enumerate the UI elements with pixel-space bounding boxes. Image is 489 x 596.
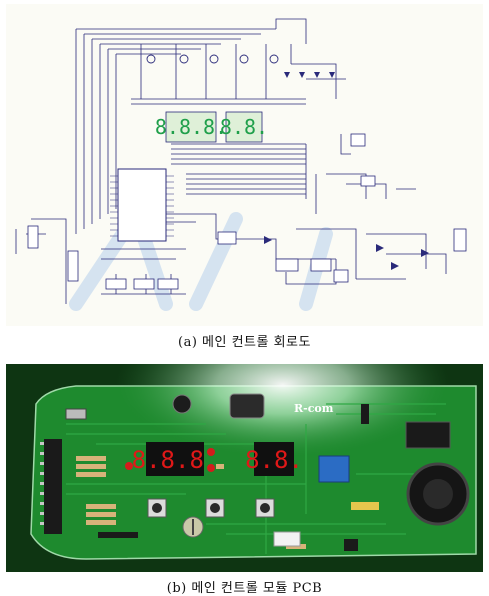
schematic-figure: 8.8.8. 8.8. bbox=[6, 4, 483, 326]
pcb-digits-right: 8.8. bbox=[245, 446, 303, 474]
schematic-components bbox=[27, 133, 467, 290]
pcb-digits-left: 8.8.8. bbox=[132, 446, 219, 474]
pcb-logo: R-com bbox=[294, 402, 334, 415]
pcb-push-buttons bbox=[147, 498, 275, 518]
caption-a: (a) 메인 컨트롤 회로도 bbox=[178, 335, 311, 350]
led-column bbox=[284, 72, 335, 78]
microcontroller-chip bbox=[110, 168, 174, 242]
schematic-wiring bbox=[15, 18, 447, 304]
schematic-display-left: 8.8.8. bbox=[155, 111, 227, 143]
caption-b: (b) 메인 컨트롤 모듈 PCB bbox=[166, 581, 323, 596]
pcb-relay bbox=[318, 455, 350, 483]
pcb-leds bbox=[125, 448, 215, 472]
pcb-regulator bbox=[344, 539, 358, 551]
pcb-dc-jack bbox=[405, 421, 451, 449]
pcb-switch bbox=[65, 408, 87, 420]
schematic-display-right: 8.8. bbox=[220, 111, 268, 143]
schematic-digits-left: 8.8.8. bbox=[155, 115, 227, 139]
pcb-photo: 8.8.8. 8.8. R-com bbox=[6, 364, 483, 572]
schematic-diodes bbox=[264, 236, 429, 270]
transistor-array bbox=[146, 54, 279, 64]
pcb-capacitor bbox=[172, 394, 192, 414]
pcb-microcontroller bbox=[44, 439, 62, 534]
pcb-pin-header bbox=[98, 532, 138, 538]
pcb-display-left: 8.8.8. bbox=[132, 442, 219, 476]
pcb-fuse bbox=[351, 502, 379, 510]
pcb-illustration: 8.8.8. 8.8. R-com bbox=[6, 364, 483, 572]
pcb-display-right: 8.8. bbox=[245, 442, 303, 476]
schematic-diagram: 8.8.8. 8.8. bbox=[15, 18, 467, 311]
pcb-inductor bbox=[229, 393, 265, 419]
schematic-digits-right: 8.8. bbox=[220, 115, 268, 139]
pcb-connector bbox=[273, 531, 301, 547]
